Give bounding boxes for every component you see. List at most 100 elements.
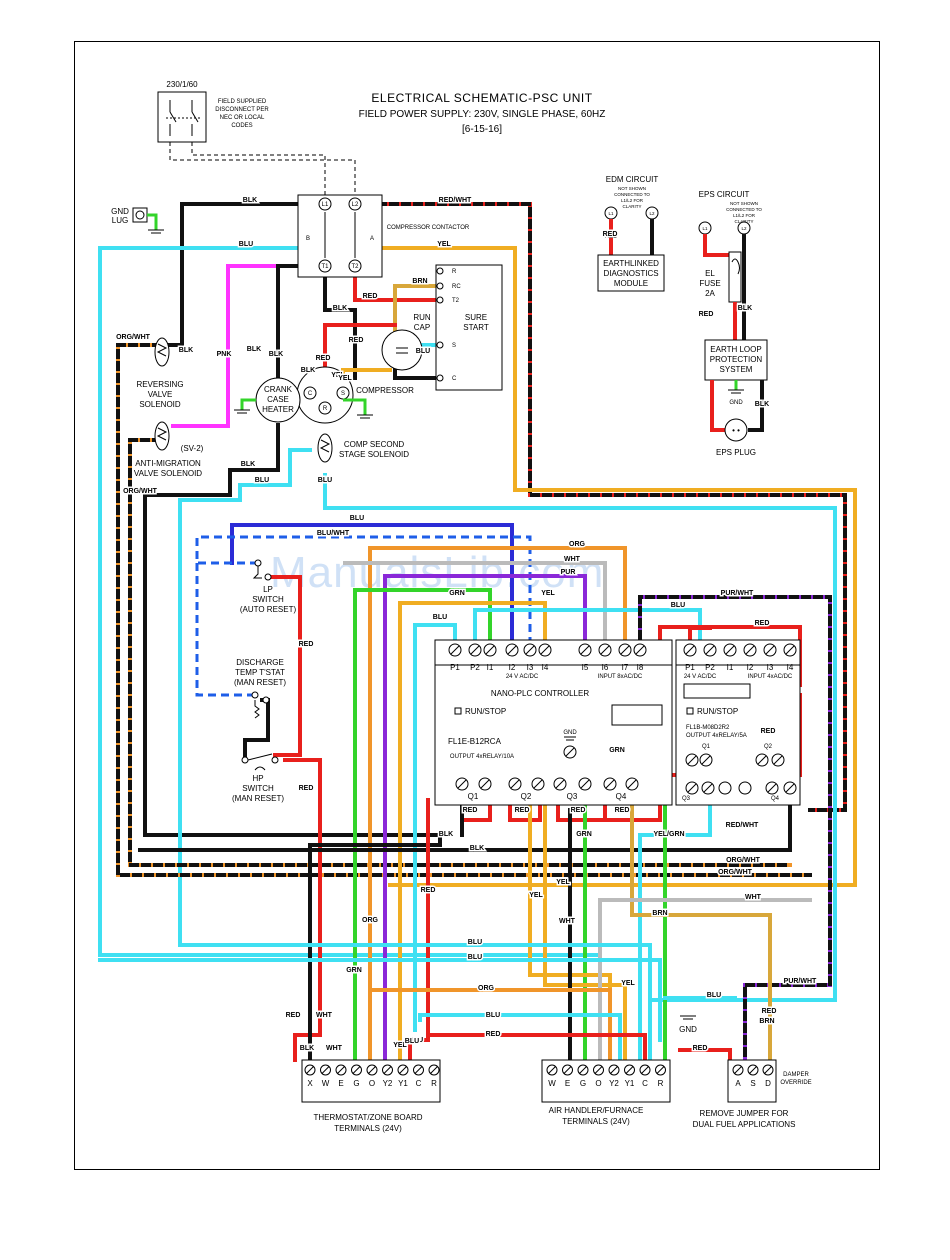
edm-title: EDM CIRCUIT [606,175,659,184]
thermostat-terminal-y1: Y1 [397,1064,409,1088]
air-handler-terminal-label: C [642,1079,648,1088]
wire-label-red: RED [486,1031,501,1038]
thermostat-terminal-label: E [338,1079,343,1088]
edm-l1: L1 [608,211,614,216]
wire-label-red: RED [615,807,630,814]
air-handler-terminal-o: O [593,1064,604,1088]
wire-label-red: RED [571,807,586,814]
air-handler-terminal-r: R [655,1064,666,1088]
damper-terminal-label: S [750,1079,755,1088]
wire-label-red: RED [463,807,478,814]
exp-output-note: OUTPUT 4xRELAY/5A [686,733,747,739]
wire-label-blk: BLK [243,197,257,204]
contactor-t1: T1 [321,264,329,270]
edm-module-3: MODULE [614,279,648,288]
wire-label-yel: YEL [331,372,345,379]
wire-label-red: RED [693,1045,708,1052]
lp-label-1: LP [263,585,273,594]
field-disconnect: 230/1/60 FIELD SUPPLIED DISCONNECT PER N… [157,80,356,200]
plc-input-note-a: 24 V AC/DC [506,674,539,680]
wire-label-yel: YEL [338,375,352,382]
wire-label-org-wht: ORG/WHT [123,488,158,495]
exp-in-i4: I4 [787,663,794,672]
eps-plug-label: EPS PLUG [716,448,756,457]
thermostat-terminal-label: X [307,1079,313,1088]
exp-in-i3: I3 [767,663,774,672]
wire-label-blu: BLU [468,939,482,946]
plc-in-i8: I8 [637,663,644,672]
disconnect-rating: 230/1/60 [166,80,198,89]
plc-in-p1: P1 [450,663,460,672]
wire-label-blu: BLU [318,477,332,484]
thermostat-label-2: TERMINALS (24V) [334,1124,402,1133]
thermostat-label-1: THERMOSTAT/ZONE BOARD [313,1113,422,1122]
eps-gnd: GND [729,400,743,406]
plc-in-i3: I3 [527,663,534,672]
plc-input-note-b: INPUT 8xAC/DC [598,674,643,680]
gnd-lug-label-1: GND [111,207,129,216]
wire-label-brn: BRN [759,1018,774,1025]
disconnect-note-1: FIELD SUPPLIED [218,99,267,105]
plc-out-q2: Q2 [521,792,532,801]
wire-label-blu: BLU [416,348,430,355]
contactor-l2: L2 [352,202,359,208]
exp-in-i2: I2 [747,663,754,672]
wire-label-wht: WHT [326,1045,343,1052]
air-handler-terminal-w: W [546,1064,558,1088]
eps-system-2: PROTECTION [710,355,763,364]
thermostat-terminal-y2: Y2 [382,1064,393,1088]
discharge-label-2: TEMP T'STAT [235,668,285,677]
run-cap-label-1: RUN [413,313,431,322]
sure-start-label-1: SURE [465,313,487,322]
wire-label-grn: GRN [346,967,362,974]
disconnect-note-3: NEC OR LOCAL [220,115,265,121]
title-block: ELECTRICAL SCHEMATIC-PSC UNIT FIELD POWE… [359,91,606,135]
wire-label-grn: GRN [609,747,625,754]
air-handler-terminal-label: G [580,1079,586,1088]
wire-label-org-wht: ORG/WHT [116,334,151,341]
thermostat-terminal-label: W [322,1079,330,1088]
air-handler-terminal-y2: Y2 [608,1064,620,1088]
plc-in-p2: P2 [470,663,480,672]
edm-module-2: DIAGNOSTICS [603,269,658,278]
run-cap-label-2: CAP [414,323,430,332]
eps-fuse-3: 2A [705,289,715,298]
plc-label: NANO-PLC CONTROLLER [491,689,589,698]
reversing-label-2: VALVE [148,390,173,399]
edm-note-2: CONNECTED TO [614,192,650,197]
wire-label-org-wht: ORG/WHT [718,869,753,876]
exp-input-note-b: INPUT 4xAC/DC [748,674,793,680]
eps-note-3: L1/L2 FOR [733,213,756,218]
thermostat-terminal-label: G [353,1079,359,1088]
thermostat-terminal-c: C [413,1064,424,1088]
wire-label-red: RED [286,1012,301,1019]
plc-model: FL1E-B12RCA [448,737,502,746]
wire-label-red: RED [316,355,331,362]
contactor-a: A [370,236,374,242]
wire-label-blu: BLU [707,992,721,999]
reversing-valve-solenoid: REVERSING VALVE SOLENOID [136,337,184,409]
plc-in-i5: I5 [582,663,589,672]
contactor-label: COMPRESSOR CONTACTOR [387,225,470,231]
gnd-lug: GND LUG [111,207,164,234]
eps-l1: L1 [702,226,708,231]
title-supply: FIELD POWER SUPPLY: 230V, SINGLE PHASE, … [359,109,606,120]
wire-label-blu: BLU [671,602,685,609]
discharge-tstat: DISCHARGE TEMP T'STAT (MAN RESET) [234,658,286,719]
damper-terminal-label: A [735,1079,741,1088]
damper-note-2: DUAL FUEL APPLICATIONS [693,1120,796,1129]
wire-label-blk: BLK [333,305,347,312]
eps-l2: L2 [741,226,747,231]
second-stage-label-1: COMP SECOND [344,440,405,449]
contactor-t2: T2 [351,264,359,270]
wire-label-blk: BLK [755,401,769,408]
air-handler-terminal-label: Y2 [609,1079,619,1088]
air-handler-terminal-g: G [577,1064,589,1088]
wire-label-blu: BLU [486,1012,500,1019]
air-handler-terminal-e: E [562,1064,573,1088]
wire-label-grn: GRN [346,967,362,974]
plc-out-q3: Q3 [567,792,578,801]
damper-note-1: REMOVE JUMPER FOR [700,1109,789,1118]
